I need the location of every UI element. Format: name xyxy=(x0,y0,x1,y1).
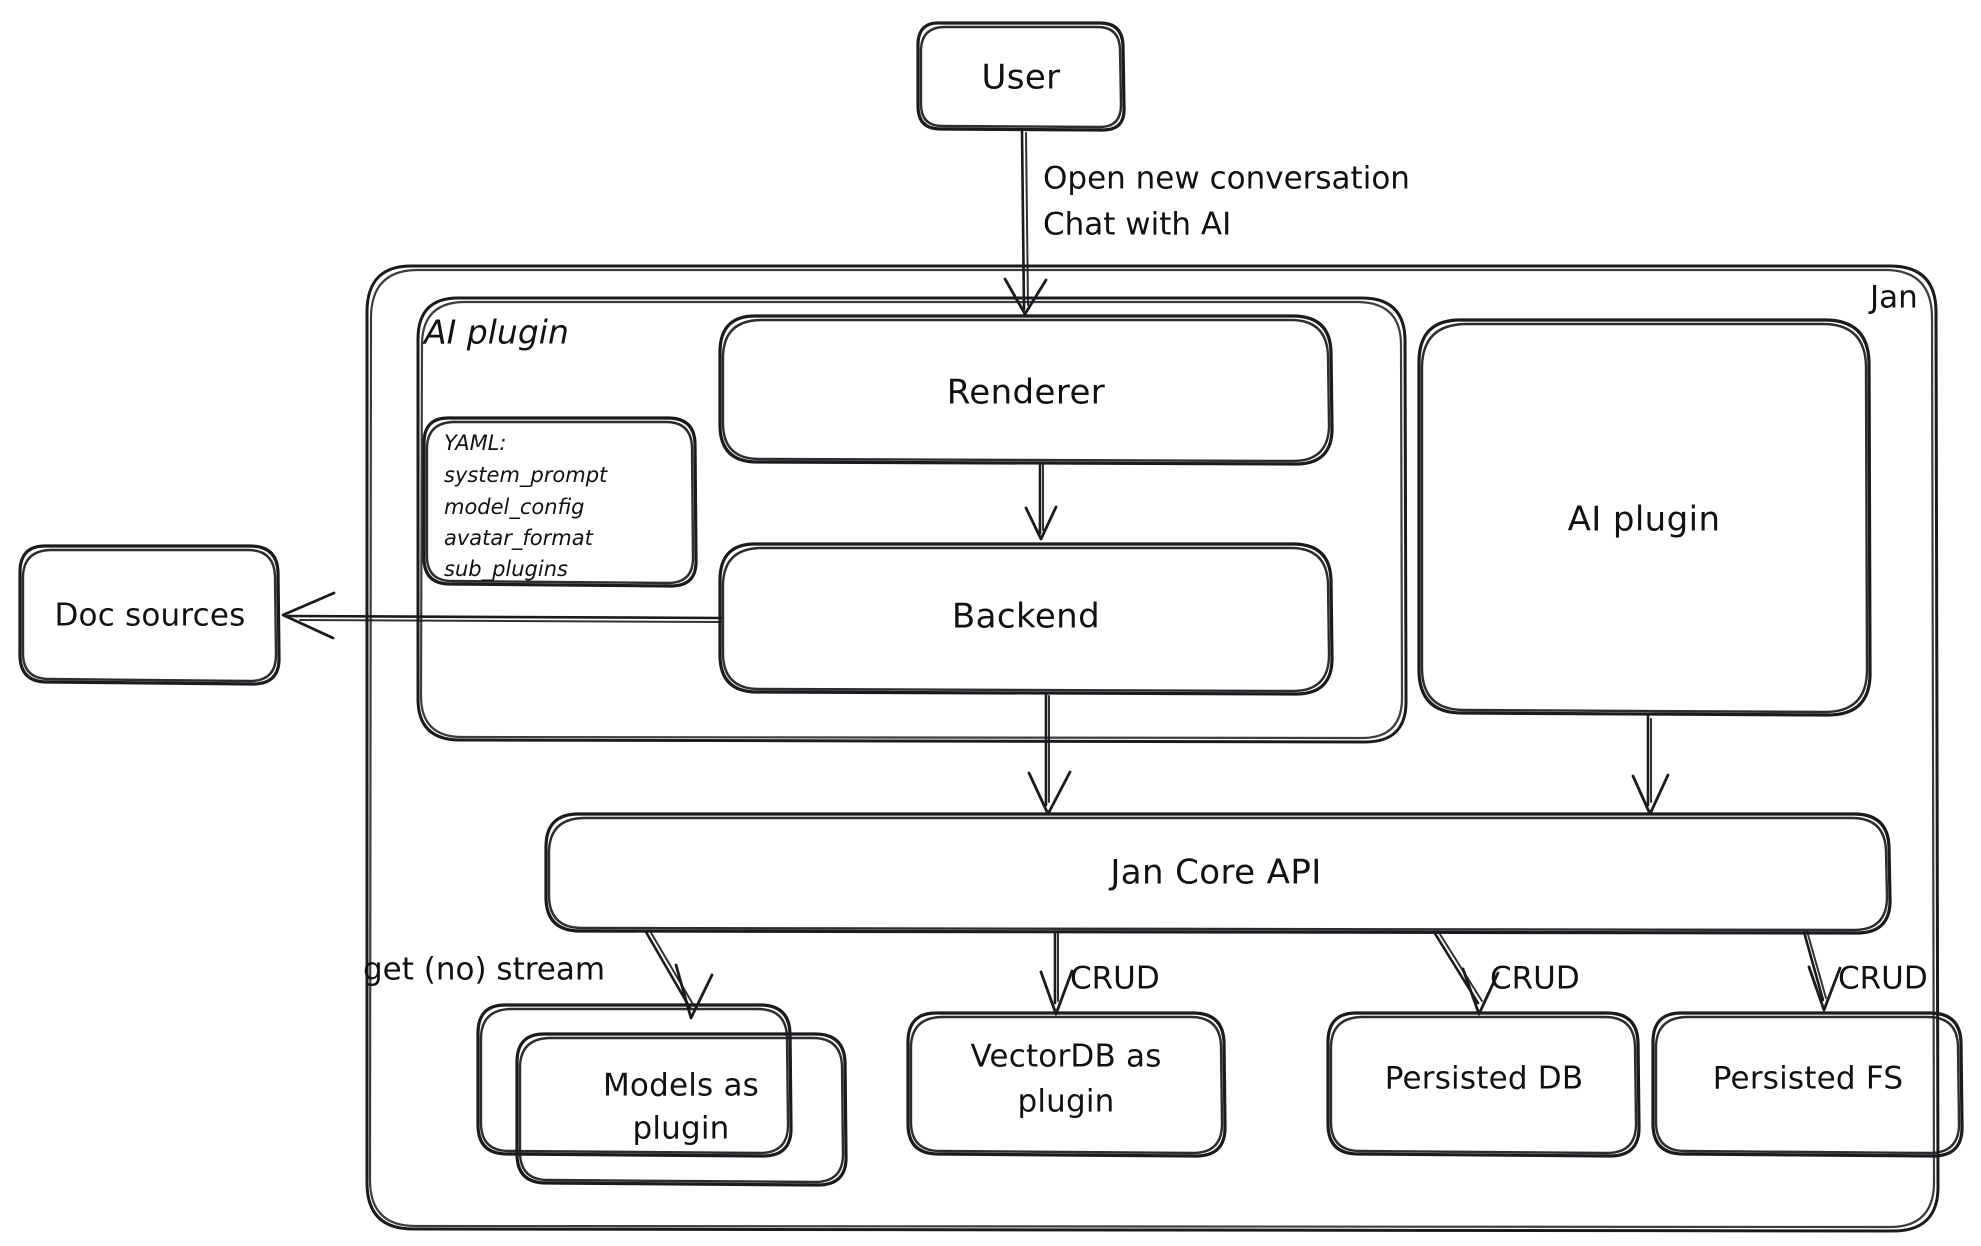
edge-label-core-to-models: get (no) stream xyxy=(363,952,605,988)
node-persisted-db-label: Persisted DB xyxy=(1385,1061,1584,1097)
node-models-as-plugin-line2: plugin xyxy=(632,1111,729,1147)
container-ai-plugin-group[interactable]: AI plugin xyxy=(416,296,1408,744)
node-doc-sources-label: Doc sources xyxy=(54,598,245,634)
card-yaml-config[interactable]: YAML: system_prompt model_config avatar_… xyxy=(422,416,698,588)
edge-label-user-to-renderer-line2: Chat with AI xyxy=(1043,207,1231,243)
node-renderer-label: Renderer xyxy=(947,373,1105,413)
node-vectordb-as-plugin[interactable]: VectorDB as plugin xyxy=(906,1011,1227,1158)
edge-label-core-to-vectordb: CRUD xyxy=(1070,961,1160,997)
yaml-line-3: avatar_format xyxy=(444,526,594,551)
node-user-label: User xyxy=(981,58,1060,98)
node-vectordb-as-plugin-line2: plugin xyxy=(1017,1084,1114,1120)
edge-core-to-vectordb: CRUD xyxy=(1039,930,1160,1016)
yaml-line-2: model_config xyxy=(444,495,585,520)
container-jan-label: Jan xyxy=(1868,280,1918,316)
node-renderer[interactable]: Renderer xyxy=(718,314,1334,466)
node-doc-sources[interactable]: Doc sources xyxy=(18,544,281,686)
node-ai-plugin[interactable]: AI plugin xyxy=(1417,318,1872,717)
node-jan-core-api[interactable]: Jan Core API xyxy=(544,812,1892,935)
edge-backend-to-core xyxy=(1027,691,1072,816)
node-ai-plugin-label: AI plugin xyxy=(1568,500,1721,540)
edge-label-core-to-persisted-db: CRUD xyxy=(1490,961,1580,997)
edge-core-to-models: get (no) stream xyxy=(363,930,714,1020)
node-persisted-fs-label: Persisted FS xyxy=(1713,1061,1903,1097)
node-models-as-plugin[interactable]: Models as plugin xyxy=(476,1003,848,1187)
edge-label-user-to-renderer-line1: Open new conversation xyxy=(1043,161,1410,197)
container-ai-plugin-group-label: AI plugin xyxy=(422,313,569,352)
node-persisted-fs[interactable]: Persisted FS xyxy=(1651,1011,1964,1158)
yaml-line-0: YAML: xyxy=(444,431,506,455)
edge-core-to-persisted-fs: CRUD xyxy=(1802,930,1928,1012)
edge-backend-to-doc-sources xyxy=(281,591,723,640)
edge-ai-plugin-to-core xyxy=(1631,714,1670,816)
node-backend-label: Backend xyxy=(952,597,1100,637)
yaml-line-4: sub_plugins xyxy=(444,557,568,582)
edge-core-to-persisted-db: CRUD xyxy=(1432,930,1580,1016)
yaml-line-1: system_prompt xyxy=(444,463,608,488)
edge-renderer-to-backend xyxy=(1024,461,1058,541)
container-jan[interactable]: Jan xyxy=(365,264,1940,1233)
edge-label-core-to-persisted-fs: CRUD xyxy=(1838,961,1928,997)
node-persisted-db[interactable]: Persisted DB xyxy=(1326,1011,1641,1158)
node-user[interactable]: User xyxy=(916,21,1126,132)
node-backend[interactable]: Backend xyxy=(718,542,1334,696)
node-vectordb-as-plugin-line1: VectorDB as xyxy=(970,1039,1161,1075)
node-models-as-plugin-line1: Models as xyxy=(603,1068,759,1104)
edge-user-to-renderer: Open new conversation Chat with AI xyxy=(1003,129,1410,316)
node-jan-core-api-label: Jan Core API xyxy=(1108,853,1321,893)
